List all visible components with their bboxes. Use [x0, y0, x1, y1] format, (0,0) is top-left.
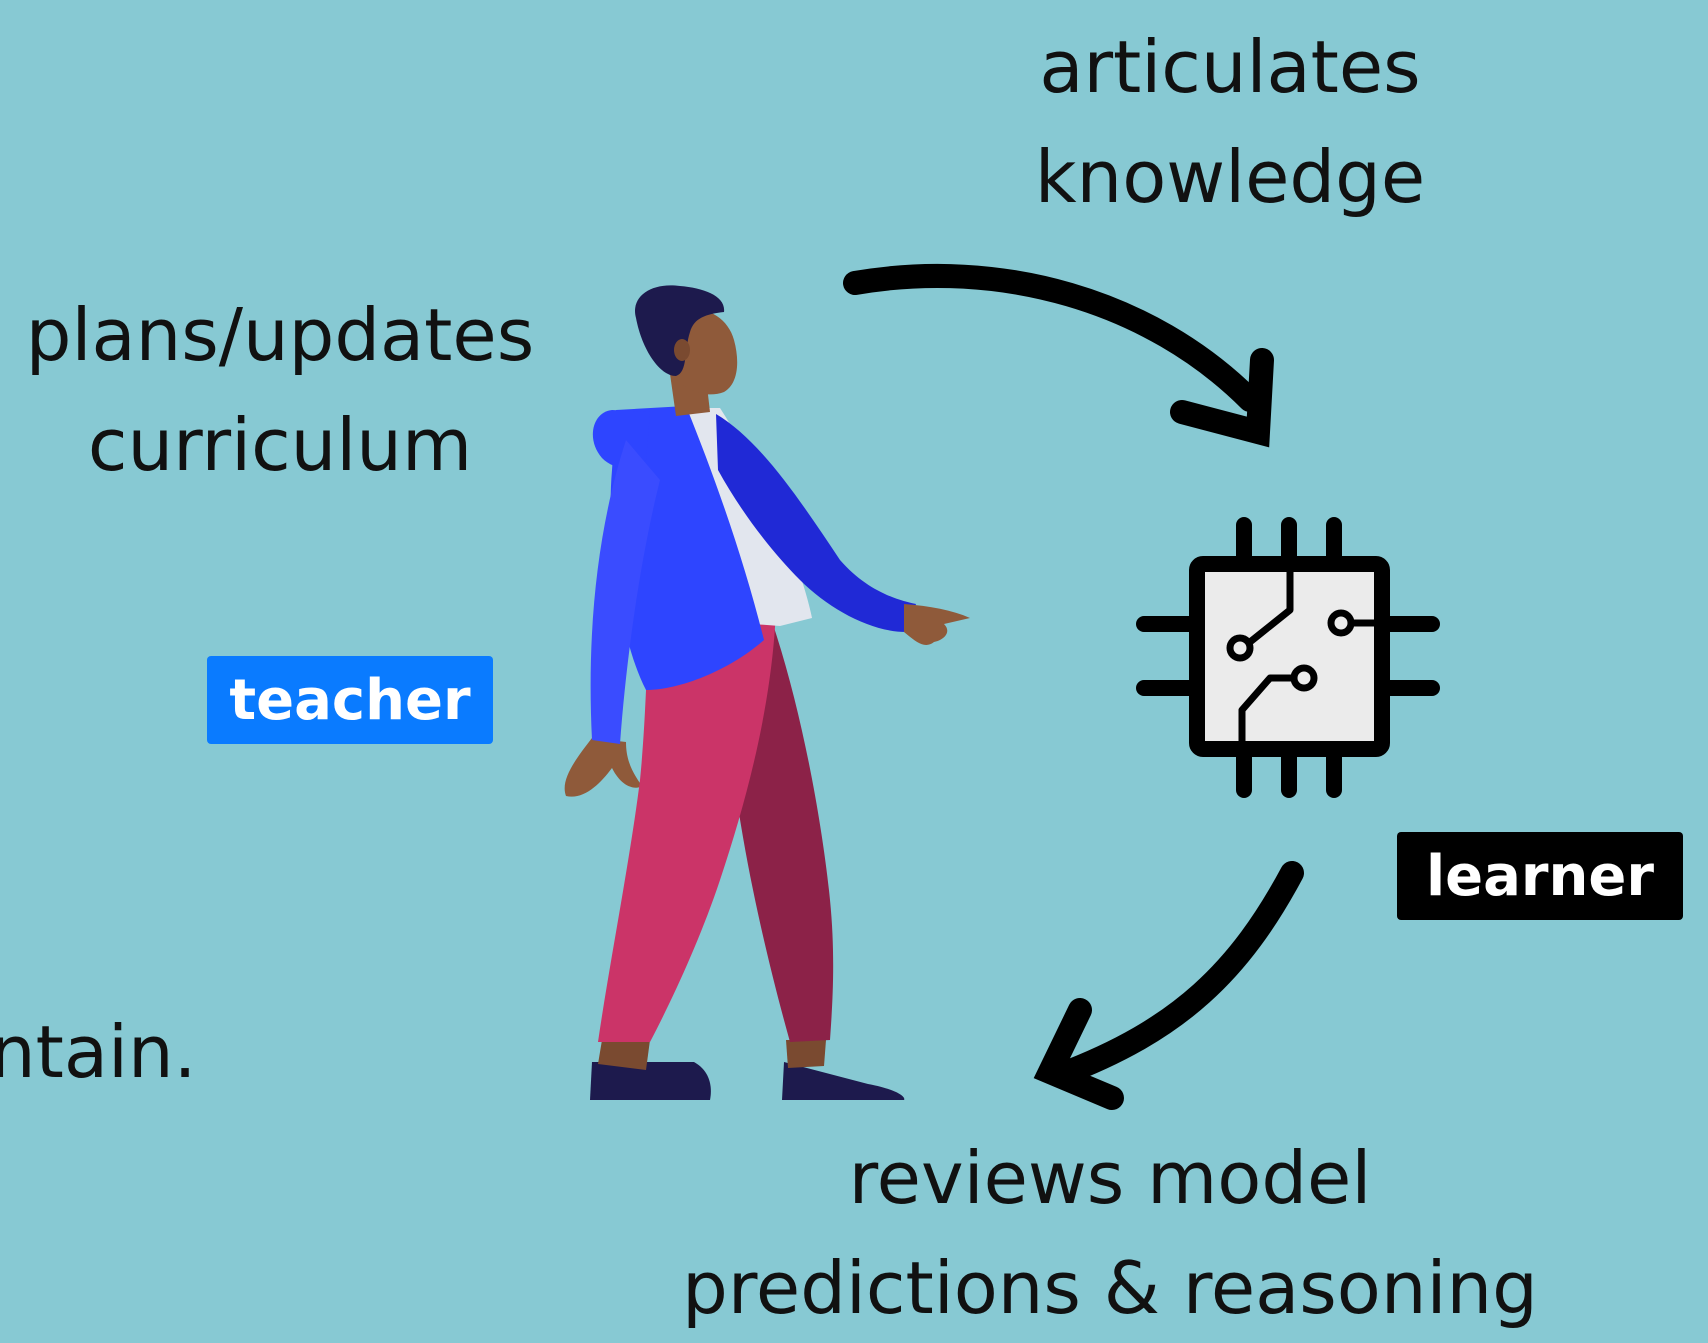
microchip-icon — [1136, 517, 1440, 798]
label-plans-updates-curriculum: plans/updates curriculum — [20, 280, 540, 500]
label-reviews-line1: reviews model — [848, 1136, 1372, 1220]
label-cut-fragment: ntain. — [0, 1010, 197, 1094]
person-walking-illustration — [564, 285, 970, 1100]
label-articulates-knowledge: articulates knowledge — [990, 12, 1470, 232]
learner-badge: learner — [1397, 832, 1683, 920]
label-articulates-line1: articulates — [1039, 25, 1421, 109]
label-reviews-predictions: reviews model predictions & reasoning — [660, 1123, 1560, 1343]
label-plans-line2: curriculum — [87, 403, 473, 487]
label-plans-line1: plans/updates — [25, 293, 535, 377]
teacher-badge: teacher — [207, 656, 493, 744]
curved-arrow-bottom-icon — [1033, 861, 1304, 1110]
label-reviews-line2: predictions & reasoning — [682, 1246, 1538, 1330]
label-articulates-line2: knowledge — [1034, 135, 1426, 219]
curved-arrow-top-icon — [843, 263, 1274, 448]
